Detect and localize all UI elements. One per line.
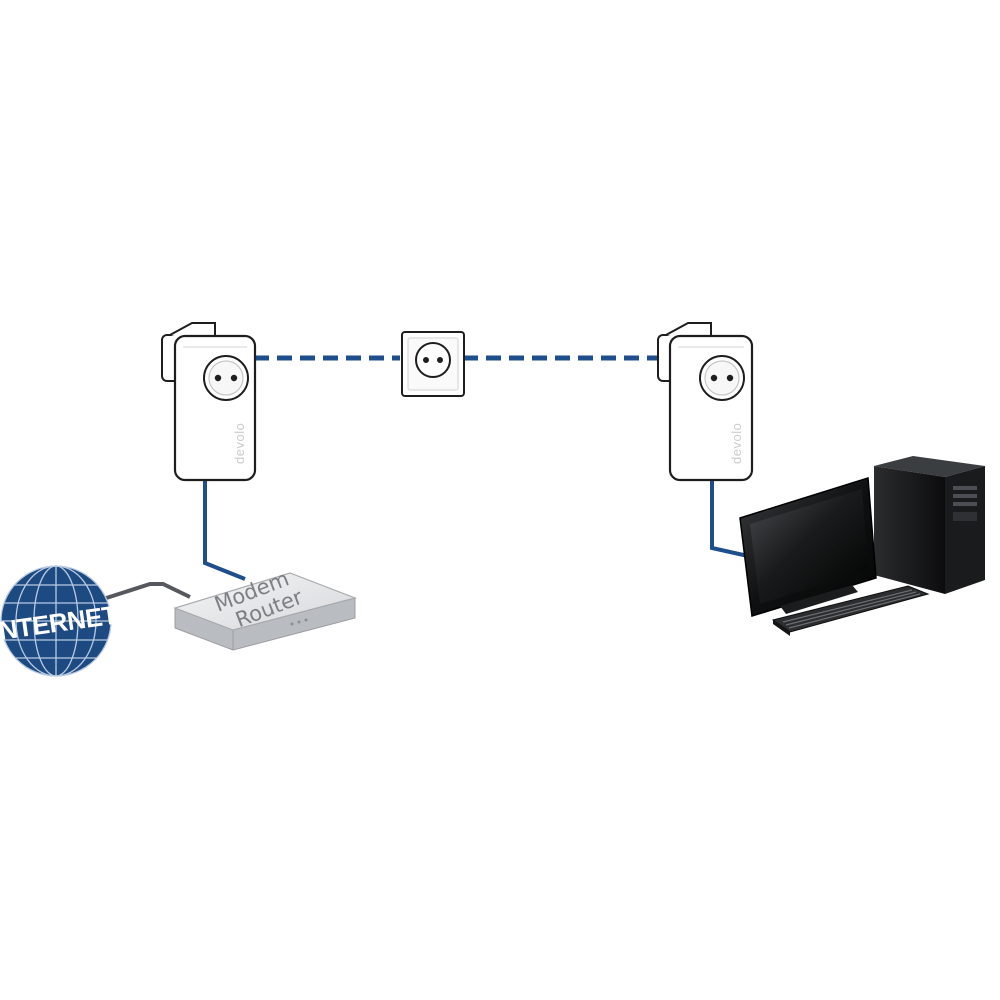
grey-network-cable [99, 582, 191, 602]
pc-monitor [739, 477, 877, 617]
adapter-brand-right: devolo [729, 423, 744, 464]
powerline-adapter-right: devolo [657, 322, 754, 482]
pc-keyboard [771, 585, 930, 636]
adapter-brand-left: devolo [232, 423, 247, 464]
internet-globe: INTERNET [0, 565, 120, 677]
wall-socket [401, 331, 465, 397]
blue-cable-adapter-router [203, 478, 246, 581]
desktop-computer [739, 456, 985, 636]
modem-router: Modem Router [173, 566, 357, 651]
pc-tower [874, 456, 985, 594]
powerline-adapter-left: devolo [161, 322, 257, 482]
blue-cable-adapter-computer [710, 478, 749, 558]
